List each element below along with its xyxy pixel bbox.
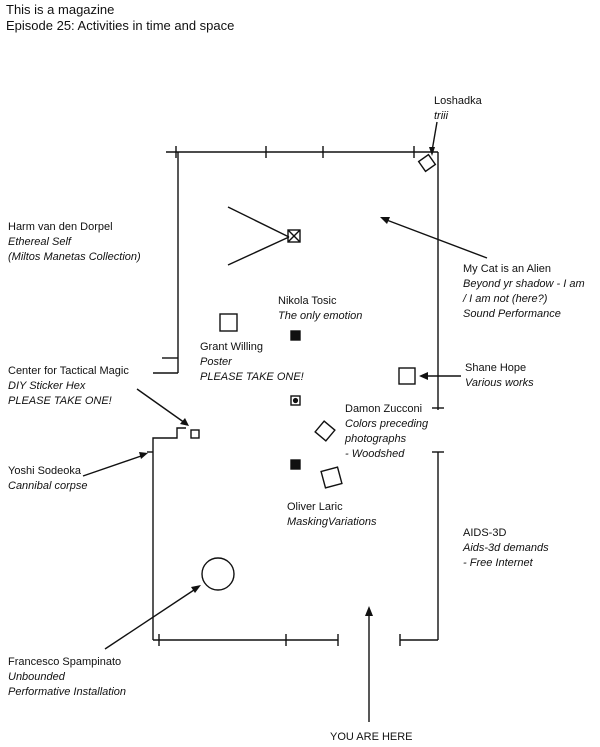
work-title-line3: - Woodshed <box>345 448 405 460</box>
label-damon: Damon Zucconi Colors preceding photograp… <box>345 402 428 462</box>
wall-ticks <box>158 146 444 646</box>
label-shane: Shane Hope Various works <box>465 361 534 391</box>
label-harm: Harm van den Dorpel Ethereal Self (Milto… <box>8 220 141 265</box>
work-title-line1: Beyond yr shadow - I am <box>463 278 585 290</box>
oliver-work-marker <box>320 466 343 489</box>
label-yoshi: Yoshi Sodeoka Cannibal corpse <box>8 464 88 494</box>
shane-work-marker <box>398 367 416 385</box>
label-center: Center for Tactical Magic DIY Sticker He… <box>8 364 129 409</box>
damon-work-marker <box>314 420 336 442</box>
work-title: Ethereal Self <box>8 236 71 248</box>
grant-poster-marker <box>219 313 238 332</box>
label-francesco: Francesco Spampinato Unbounded Performat… <box>8 655 126 700</box>
loshadka-work-marker <box>417 153 437 173</box>
work-title: The only emotion <box>278 310 363 322</box>
artist-name: Nikola Tosic <box>278 295 337 307</box>
work-title-line1: Colors preceding <box>345 418 429 430</box>
label-aids3d: AIDS-3D Aids-3d demands - Free Internet <box>463 526 549 571</box>
label-grant: Grant Willing Poster PLEASE TAKE ONE! <box>200 340 304 385</box>
work-title: Poster <box>200 356 232 368</box>
harm-projector <box>227 206 301 266</box>
artist-name: Oliver Laric <box>287 501 343 513</box>
center-sticker-marker <box>190 429 200 439</box>
work-title-line2: Performative Installation <box>8 686 126 698</box>
work-title-line2: / I am not (here?) <box>463 293 548 305</box>
artist-name: My Cat is an Alien <box>463 263 552 275</box>
work-title: Various works <box>465 377 534 389</box>
artist-name: Shane Hope <box>465 362 527 374</box>
artist-name: Harm van den Dorpel <box>8 221 113 233</box>
work-title: triii <box>434 110 449 122</box>
label-oliver: Oliver Laric MaskingVariations <box>287 500 376 530</box>
work-title-line2: photographs <box>345 433 407 445</box>
artist-name: Damon Zucconi <box>345 403 423 415</box>
label-nikola: Nikola Tosic The only emotion <box>278 294 362 324</box>
artist-name: Francesco Spampinato <box>8 656 122 668</box>
work-note: PLEASE TAKE ONE! <box>200 371 304 383</box>
work-note: (Miltos Manetas Collection) <box>8 251 141 263</box>
label-loshadka: Loshadka triii <box>434 94 482 124</box>
center-speaker-dot <box>292 397 299 404</box>
label-mycat: My Cat is an Alien Beyond yr shadow - I … <box>463 262 585 322</box>
you-are-here-label: YOU ARE HERE <box>330 731 413 743</box>
center-speaker-marker <box>290 395 301 406</box>
work-title-line1: Unbounded <box>8 671 65 683</box>
yoshi-work-marker <box>290 459 301 470</box>
artist-name: AIDS-3D <box>463 527 507 539</box>
artist-name: Yoshi Sodeoka <box>8 465 81 477</box>
work-title-line2: - Free Internet <box>463 557 533 569</box>
episode-title: Episode 25: Activities in time and space <box>6 18 235 33</box>
work-title-line3: Sound Performance <box>463 308 561 320</box>
artist-name: Loshadka <box>434 95 482 107</box>
pointer-arrows <box>82 121 488 722</box>
walls <box>147 151 444 641</box>
nikola-work-marker <box>290 330 301 341</box>
francesco-installation-marker <box>201 557 235 591</box>
magazine-title: This is a magazine <box>6 2 115 17</box>
artist-name: Center for Tactical Magic <box>8 365 129 377</box>
work-title: MaskingVariations <box>287 516 377 528</box>
work-title: Cannibal corpse <box>8 480 88 492</box>
artist-name: Grant Willing <box>200 341 263 353</box>
work-title: DIY Sticker Hex <box>8 380 86 392</box>
work-note: PLEASE TAKE ONE! <box>8 395 112 407</box>
work-title-line1: Aids-3d demands <box>463 542 549 554</box>
